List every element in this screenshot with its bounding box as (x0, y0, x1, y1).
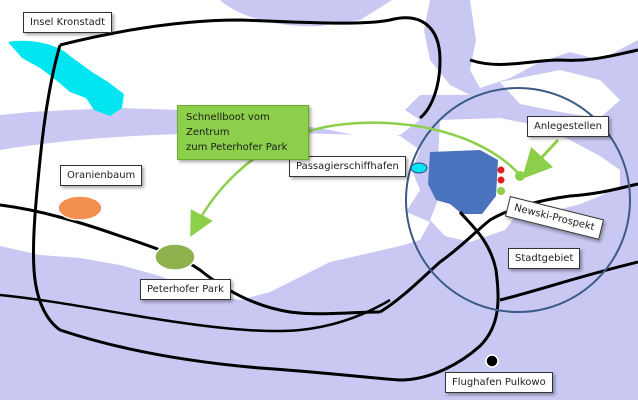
airport-marker[interactable] (485, 354, 499, 368)
road-east-upper (469, 48, 638, 66)
label-schnellboot-line2: zum Peterhofer Park (186, 142, 288, 153)
pier-callout-arrow (521, 138, 560, 179)
ring-road-north (59, 16, 442, 120)
passenger-harbor-marker[interactable] (410, 162, 428, 174)
label-flughafen-pulkowo: Flughafen Pulkowo (445, 372, 553, 393)
northeast-land (470, 0, 638, 88)
city-circle (405, 87, 631, 313)
inland-road (0, 293, 391, 333)
label-passagierschiffhafen: Passagierschiffhafen (289, 156, 406, 177)
pier-marker-red-1[interactable] (497, 166, 505, 174)
pier-marker-green-2[interactable] (497, 187, 505, 195)
coastal-road (0, 203, 381, 316)
southern-ring-road (59, 211, 500, 382)
oranienbaum-marker[interactable] (57, 195, 103, 221)
label-stadtgebiet-text: Stadtgebiet (515, 253, 574, 264)
label-passagierschiffhafen-text: Passagierschiffhafen (296, 161, 399, 172)
label-schnellboot: Schnellboot vom Zentrum zum Peterhofer P… (177, 105, 309, 160)
label-insel-kronstadt-text: Insel Kronstadt (30, 17, 106, 28)
label-schnellboot-line1: Schnellboot vom Zentrum (186, 112, 270, 138)
city-island-north (500, 70, 620, 118)
label-anlegestellen: Anlegestellen (527, 116, 609, 137)
ring-road-west (31, 44, 62, 332)
label-stadtgebiet: Stadtgebiet (508, 248, 581, 269)
pier-marker-red-2[interactable] (497, 176, 505, 184)
label-peterhofer-park-text: Peterhofer Park (147, 284, 224, 295)
peterhof-marker[interactable] (154, 243, 196, 271)
road-east-lower (499, 260, 638, 302)
label-oranienbaum-text: Oranienbaum (67, 170, 136, 181)
road-to-center (379, 182, 638, 314)
label-peterhofer-park: Peterhofer Park (140, 279, 231, 300)
label-anlegestellen-text: Anlegestellen (534, 121, 602, 132)
lake-area (8, 40, 124, 116)
harbor-basin (428, 150, 498, 214)
label-flughafen-pulkowo-text: Flughafen Pulkowo (452, 377, 546, 388)
label-oranienbaum: Oranienbaum (60, 165, 143, 186)
label-insel-kronstadt: Insel Kronstadt (23, 12, 113, 33)
